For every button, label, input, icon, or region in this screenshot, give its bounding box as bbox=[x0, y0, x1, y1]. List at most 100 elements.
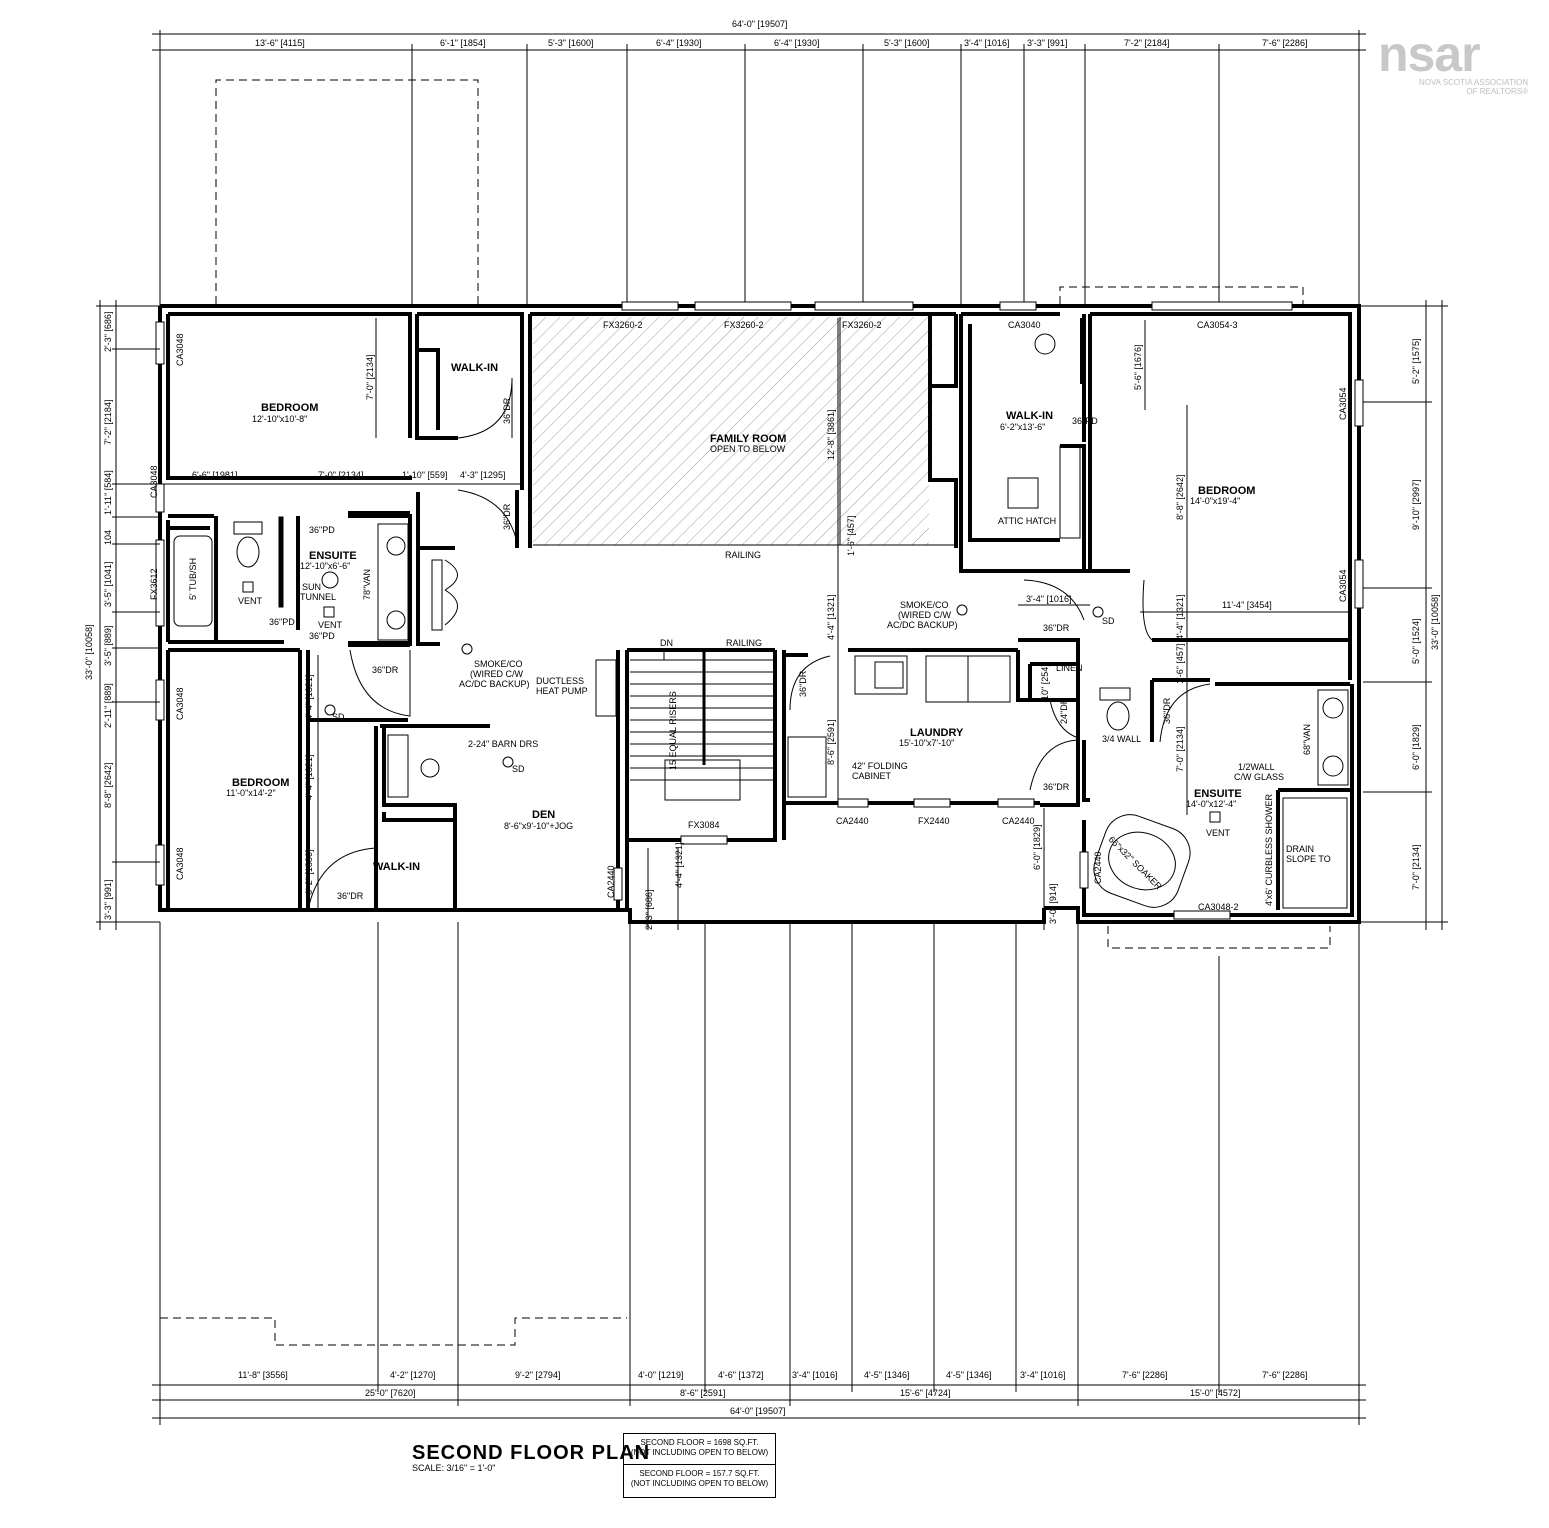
area-summary-2: SECOND FLOOR = 157.7 SQ.FT. (NOT INCLUDI… bbox=[624, 1465, 775, 1496]
drain-note-1: DRAIN bbox=[1286, 844, 1314, 854]
door-dr-9: 24"DR bbox=[1059, 697, 1069, 724]
window-fx2440: FX2440 bbox=[918, 816, 950, 826]
bottom-group-1: 25'-0" [7620] bbox=[365, 1388, 415, 1398]
tub-note: 5' TUB/SH bbox=[188, 558, 198, 600]
idim-23: 6'-0" [1829] bbox=[1032, 825, 1042, 870]
window-ca3054-b: CA3054 bbox=[1338, 569, 1348, 602]
left-dim-3: 1'-11" [584] bbox=[103, 470, 113, 515]
smoke-note-1c: AC/DC BACKUP) bbox=[459, 679, 530, 689]
bottom-dim-3: 9'-2" [2794] bbox=[515, 1370, 560, 1380]
window-fx3260-a: FX3260-2 bbox=[603, 320, 643, 330]
top-dim-1: 13'-6" [4115] bbox=[255, 38, 305, 48]
laundry-name: LAUNDRY bbox=[910, 727, 964, 739]
top-dim-2: 6'-1" [1854] bbox=[440, 38, 485, 48]
vent-note-2: VENT bbox=[318, 620, 343, 630]
risers-note: 15 EQUAL RISERS bbox=[668, 691, 678, 770]
logo-wordmark: nsar bbox=[1378, 26, 1481, 82]
vent-note-1: VENT bbox=[238, 596, 263, 606]
right-dim-5: 7'-0" [2134] bbox=[1411, 845, 1421, 890]
windows bbox=[155, 301, 1364, 920]
idim-8: 4'-4" [1321] bbox=[826, 595, 836, 640]
bottom-overall-dim: 64'-0" [19507] bbox=[730, 1406, 785, 1416]
den-size: 8'-6"x9'-10"+JOG bbox=[504, 821, 573, 831]
right-dim-2: 9'-10" [2997] bbox=[1411, 480, 1421, 530]
window-ca2440-d: CA2440 bbox=[1093, 851, 1103, 884]
open-to-below-hatch bbox=[533, 317, 929, 545]
ensuite1-name: ENSUITE bbox=[309, 550, 357, 562]
door-dr-3: 36"DR bbox=[372, 665, 399, 675]
barn-doors-note: 2-24" BARN DRS bbox=[468, 739, 538, 749]
linen-note: LINEN bbox=[1056, 663, 1083, 673]
left-dim-4: 104 bbox=[103, 530, 113, 545]
area-summary-box: SECOND FLOOR = 1698 SQ.FT. (NOT INCLUDIN… bbox=[623, 1433, 776, 1498]
bedroom2-size: 14'-0"x19'-4" bbox=[1190, 496, 1240, 506]
roof-outline-top-right bbox=[1059, 286, 1304, 304]
half-wall-note-2: C/W GLASS bbox=[1234, 772, 1284, 782]
vanity-note-1: 78"VAN bbox=[362, 569, 372, 600]
bedroom1-size: 12'-10"x10'-8" bbox=[252, 414, 307, 424]
window-ca3048-2: CA3048-2 bbox=[1198, 902, 1239, 912]
laundry-size: 15'-10"x7'-10" bbox=[899, 738, 954, 748]
area-line-1b: (NOT INCLUDING OPEN TO BELOW) bbox=[630, 1448, 769, 1457]
idim-12: 3'-4" [1016] bbox=[1026, 594, 1071, 604]
vanity-note-2: 68"VAN bbox=[1302, 724, 1312, 755]
top-dim-6: 5'-3" [1600] bbox=[884, 38, 929, 48]
ensuite2-name: ENSUITE bbox=[1194, 788, 1242, 800]
idim-3: 7'-0" [2134] bbox=[318, 470, 363, 480]
door-dr-2: 36"DR bbox=[502, 503, 512, 530]
logo-subtitle: NOVA SCOTIA ASSOCIATION OF REALTORS® bbox=[1390, 78, 1528, 96]
bedroom3-name: BEDROOM bbox=[232, 777, 289, 789]
left-dim-1: 2'-3" [686] bbox=[103, 312, 113, 352]
window-ca3040: CA3040 bbox=[1008, 320, 1041, 330]
bottom-dim-9: 3'-4" [1016] bbox=[1020, 1370, 1065, 1380]
drain-note-2: SLOPE TO bbox=[1286, 854, 1331, 864]
window-ca3054-a: CA3054 bbox=[1338, 387, 1348, 420]
left-dim-8: 8'-8" [2642] bbox=[103, 763, 113, 808]
den-name: DEN bbox=[532, 809, 555, 821]
area-line-2b: (NOT INCLUDING OPEN TO BELOW) bbox=[630, 1479, 769, 1488]
bottom-dim-5: 4'-6" [1372] bbox=[718, 1370, 763, 1380]
area-line-1a: SECOND FLOOR = 1698 SQ.FT. bbox=[640, 1438, 759, 1447]
idim-15: 1'-6" [457] bbox=[1175, 644, 1185, 684]
top-dim-3: 5'-3" [1600] bbox=[548, 38, 593, 48]
attic-hatch-note: ATTIC HATCH bbox=[998, 516, 1056, 526]
smoke-detector-1: SD bbox=[332, 712, 345, 722]
bottom-dim-6: 3'-4" [1016] bbox=[792, 1370, 837, 1380]
door-dr-4: 36"DR bbox=[337, 891, 364, 901]
window-ca3048-d: CA3048 bbox=[175, 847, 185, 880]
left-dim-5: 3'-5" [1041] bbox=[103, 562, 113, 607]
idim-5: 4'-3" [1295] bbox=[460, 470, 505, 480]
bottom-dim-11: 7'-6" [2286] bbox=[1262, 1370, 1307, 1380]
top-dim-9: 7'-2" [2184] bbox=[1124, 38, 1169, 48]
soaker-note: 66"x32" SOAKER bbox=[1107, 834, 1165, 892]
right-dim-4: 6'-0" [1829] bbox=[1411, 725, 1421, 770]
bedroom2-name: BEDROOM bbox=[1198, 485, 1255, 497]
sun-tunnel-2: TUNNEL bbox=[300, 592, 336, 602]
right-overall-dim: 33'-0" [10058] bbox=[1430, 595, 1440, 650]
idim-21: 2'-3" [686] bbox=[644, 890, 654, 930]
left-dim-2: 7'-2" [2184] bbox=[103, 400, 113, 445]
door-dr-5: 36"DR bbox=[798, 670, 808, 697]
left-dimensions: 33'-0" [10058] 2'-3" [686] 7'-2" [2184] … bbox=[84, 300, 160, 930]
vent-note-3: VENT bbox=[1206, 828, 1231, 838]
fixtures bbox=[173, 318, 1349, 909]
bottom-group-3: 15'-6" [4724] bbox=[900, 1388, 950, 1398]
area-summary-1: SECOND FLOOR = 1698 SQ.FT. (NOT INCLUDIN… bbox=[624, 1434, 775, 1465]
top-dim-4: 6'-4" [1930] bbox=[656, 38, 701, 48]
smoke-note-1b: (WIRED C/W bbox=[470, 669, 523, 679]
door-dr-7: 36"DR bbox=[1043, 782, 1070, 792]
right-dim-1: 5'-2" [1575] bbox=[1411, 339, 1421, 384]
half-wall-note-1: 1/2WALL bbox=[1238, 762, 1275, 772]
walkin2-name: WALK-IN bbox=[1006, 410, 1053, 422]
top-dim-5: 6'-4" [1930] bbox=[774, 38, 819, 48]
stair-down-note: DN bbox=[660, 638, 673, 648]
left-dim-6: 3'-5" [889] bbox=[103, 626, 113, 666]
area-line-2a: SECOND FLOOR = 157.7 SQ.FT. bbox=[639, 1469, 760, 1478]
plan-title: SECOND FLOOR PLAN bbox=[412, 1442, 651, 1464]
logo-subtitle-line-1: NOVA SCOTIA ASSOCIATION bbox=[1418, 78, 1528, 87]
idim-10: 5'-6" [1676] bbox=[1133, 345, 1143, 390]
idim-13: 11'-4" [3454] bbox=[1222, 600, 1272, 610]
top-overall-dim: 64'-0" [19507] bbox=[732, 19, 787, 29]
ductless-note-2: HEAT PUMP bbox=[536, 686, 588, 696]
idim-22: 4'-4" [1321] bbox=[674, 843, 684, 888]
